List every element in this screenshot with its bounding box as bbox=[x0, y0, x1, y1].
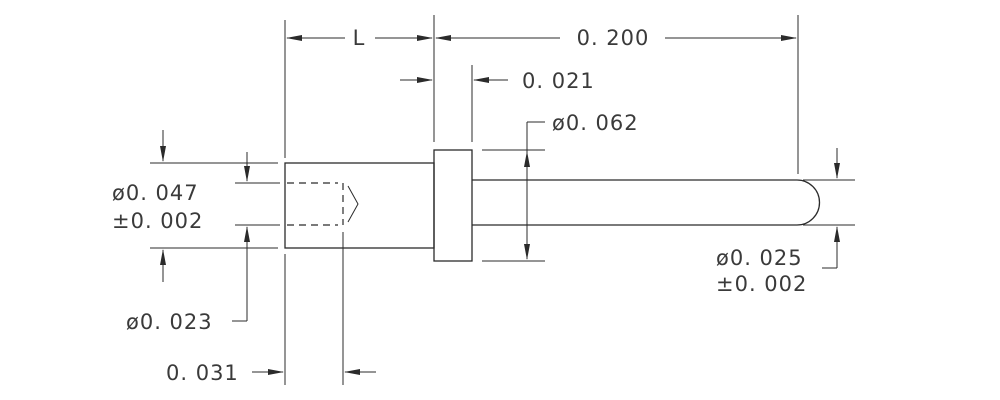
dim-flange-thickness: 0. 021 bbox=[400, 69, 595, 93]
hidden-bore bbox=[287, 182, 359, 226]
extension-lines bbox=[150, 15, 855, 385]
dim-pin-diameter: ø0. 025 ±0. 002 bbox=[716, 148, 840, 296]
dim-body-diameter: ø0. 047 ±0. 002 bbox=[112, 130, 203, 282]
dim-flange-diameter-label: ø0. 062 bbox=[552, 111, 639, 135]
dim-length-L-label: L bbox=[353, 26, 366, 50]
dim-length-L: L bbox=[286, 26, 433, 50]
dim-body-diameter-label: ø0. 047 bbox=[112, 181, 199, 205]
dim-bore-diameter-label: ø0. 023 bbox=[126, 310, 213, 334]
part-outline bbox=[284, 149, 821, 262]
dim-bore-depth-label: 0. 031 bbox=[166, 361, 239, 385]
dim-flange-diameter: ø0. 062 bbox=[524, 111, 639, 260]
dim-body-diameter-tolerance: ±0. 002 bbox=[112, 209, 203, 233]
flange bbox=[433, 149, 473, 262]
dim-pin-diameter-label: ø0. 025 bbox=[716, 246, 803, 270]
dim-bore-diameter: ø0. 023 bbox=[126, 152, 250, 334]
dim-flange-thickness-label: 0. 021 bbox=[522, 69, 595, 93]
dim-pin-diameter-tolerance: ±0. 002 bbox=[716, 272, 807, 296]
dim-overall-length-label: 0. 200 bbox=[577, 26, 650, 50]
dim-overall-length: 0. 200 bbox=[435, 26, 797, 50]
body-cylinder bbox=[284, 162, 435, 249]
pin bbox=[472, 179, 821, 226]
dim-bore-depth: 0. 031 bbox=[166, 361, 376, 385]
